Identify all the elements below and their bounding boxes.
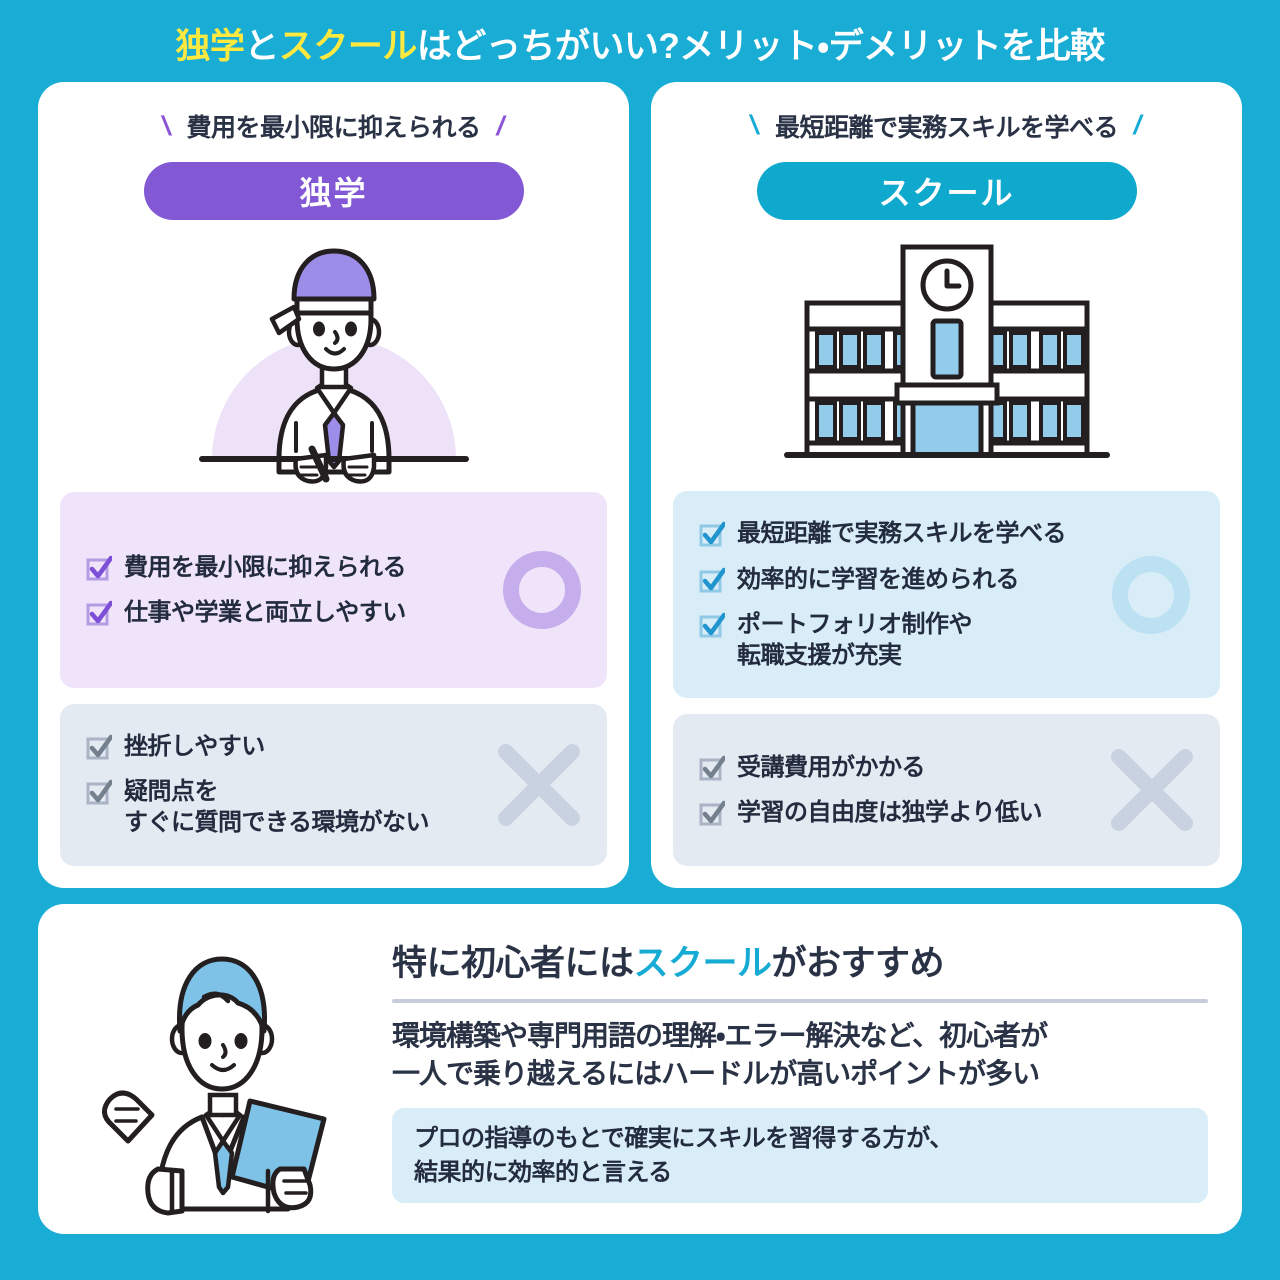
conclusion-heading-highlight: スクール xyxy=(633,943,773,983)
card-catch-school: \ 最短距離で実務スキルを学べる / xyxy=(673,102,1220,150)
card-catch-text: 費用を最小限に抑えられる xyxy=(186,114,481,142)
check-box-icon xyxy=(699,567,725,593)
merit-item: 仕事や学業と両立しやすい xyxy=(86,597,581,628)
page-header: 独学とスクールはどっちがいい?メリット・デメリットを比較 xyxy=(0,0,1280,82)
merit-box-school: 最短距離で実務スキルを学べる 効率的に学習を進められる ポートフォリオ制作や転職… xyxy=(673,491,1220,698)
merit-item: 効率的に学習を進められる xyxy=(699,564,1194,595)
card-pill-self-study: 独学 xyxy=(143,162,524,220)
card-catch-self-study: \ 費用を最小限に抑えられる / xyxy=(60,102,607,150)
conclusion-body: 特に初心者にはスクールがおすすめ 環境構築や専門用語の理解・エラー解決など、初心… xyxy=(392,935,1208,1204)
merit-box-self-study: 費用を最小限に抑えられる 仕事や学業と両立しやすい xyxy=(60,492,607,688)
merit-item-label: 効率的に学習を進められる xyxy=(737,565,1020,593)
card-pill-school: スクール xyxy=(756,161,1137,220)
check-box-icon xyxy=(86,779,112,805)
conclusion-text-line-1: 環境構築や専門用語の理解・エラー解決など、初心者が xyxy=(392,1019,1048,1051)
merit-item: 費用を最小限に抑えられる xyxy=(86,552,581,583)
page-title-highlight-1: 独学 xyxy=(175,26,245,66)
check-box-icon xyxy=(86,555,112,581)
comparison-cards: \ 費用を最小限に抑えられる / 独学 xyxy=(0,82,1280,888)
conclusion-card: 特に初心者にはスクールがおすすめ 環境構築や専門用語の理解・エラー解決など、初心… xyxy=(38,904,1242,1234)
conclusion-text-line-2: 一人で乗り越えるにはハードルが高いポイントが多い xyxy=(392,1058,1040,1090)
businessman-with-tablet-illustration xyxy=(62,919,382,1219)
conclusion-heading-part-3: がおすすめ xyxy=(771,943,945,983)
slash-right-icon: / xyxy=(493,110,508,141)
demerit-box-school: 受講費用がかかる 学習の自由度は独学より低い xyxy=(673,714,1220,866)
merit-item: ポートフォリオ制作や転職支援が充実 xyxy=(699,609,1194,671)
demerit-box-self-study: 挫折しやすい 疑問点をすぐに質問できる環境がない xyxy=(60,704,607,866)
check-box-icon xyxy=(699,800,725,826)
demerit-item: 疑問点をすぐに質問できる環境がない xyxy=(86,776,581,838)
self-study-person-illustration xyxy=(60,224,607,492)
slash-left-icon: \ xyxy=(748,110,763,141)
check-box-icon xyxy=(86,600,112,626)
school-building-illustration xyxy=(673,224,1220,492)
slash-left-icon: \ xyxy=(159,110,174,141)
page-title-highlight-2: スクール xyxy=(278,26,418,66)
conclusion-note-line-1: プロの指導のもとで確実にスキルを習得する方が、 xyxy=(414,1125,953,1153)
demerit-item-label: 疑問点をすぐに質問できる環境がない xyxy=(124,778,430,837)
merit-item-label: 仕事や学業と両立しやすい xyxy=(124,599,406,626)
check-box-icon xyxy=(86,734,112,760)
conclusion-heading: 特に初心者にはスクールがおすすめ xyxy=(392,935,1208,986)
conclusion-note-box: プロの指導のもとで確実にスキルを習得する方が、 結果的に効率的と言える xyxy=(392,1108,1208,1204)
demerit-item-label: 受講費用がかかる xyxy=(737,753,926,781)
check-box-icon xyxy=(699,612,725,638)
conclusion-heading-part-1: 特に初心者には xyxy=(392,943,634,983)
demerit-item-label: 学習の自由度は独学より低い xyxy=(737,799,1043,826)
demerit-item: 受講費用がかかる xyxy=(699,752,1194,783)
merit-item-label: ポートフォリオ制作や転職支援が充実 xyxy=(737,610,973,669)
divider xyxy=(392,998,1208,1003)
check-box-icon xyxy=(699,755,725,781)
cross-mark-icon xyxy=(1111,749,1193,831)
demerit-item-label: 挫折しやすい xyxy=(124,733,265,760)
card-self-study: \ 費用を最小限に抑えられる / 独学 xyxy=(38,82,629,888)
merit-item-label: 最短距離で実務スキルを学べる xyxy=(737,520,1067,548)
conclusion-note-line-2: 結果的に効率的と言える xyxy=(414,1158,672,1186)
merit-item: 最短距離で実務スキルを学べる xyxy=(699,518,1194,549)
demerit-item: 学習の自由度は独学より低い xyxy=(699,797,1194,828)
check-box-icon xyxy=(699,522,725,547)
page-title-plain-1: と xyxy=(244,26,279,66)
card-school: \ 最短距離で実務スキルを学べる / スクール xyxy=(651,82,1242,888)
conclusion-text: 環境構築や専門用語の理解・エラー解決など、初心者が 一人で乗り越えるにはハードル… xyxy=(392,1017,1208,1094)
cross-mark-icon xyxy=(498,743,580,826)
demerit-item: 挫折しやすい xyxy=(86,731,581,762)
page-title: 独学とスクールはどっちがいい?メリット・デメリットを比較 xyxy=(175,18,1105,69)
slash-right-icon: / xyxy=(1130,110,1145,141)
page-title-plain-2: はどっちがいい?メリット・デメリットを比較 xyxy=(416,26,1105,66)
merit-item-label: 費用を最小限に抑えられる xyxy=(124,553,407,581)
card-catch-text: 最短距離で実務スキルを学べる xyxy=(774,113,1119,142)
